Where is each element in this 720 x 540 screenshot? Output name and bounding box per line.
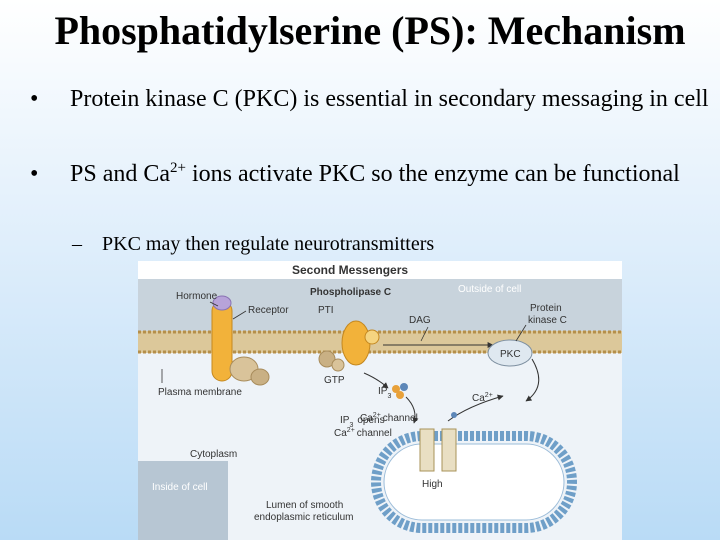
bullet-text: Protein kinase C (PKC) is essential in s… (70, 86, 709, 112)
plasma-membrane (138, 330, 622, 354)
lumen-label-line2: endoplasmic reticulum (254, 512, 354, 523)
dash-symbol: – (72, 233, 82, 255)
hormone-label: Hormone (176, 291, 218, 302)
dag-label: DAG (409, 315, 431, 326)
ca2-ion (451, 412, 457, 418)
sub-bullet-text: PKC may then regulate neurotransmitters (102, 233, 435, 255)
superscript: 2+ (170, 160, 186, 176)
ip3-label: IP3 (378, 386, 391, 400)
bullet-symbol: • (30, 86, 39, 112)
phospholipase-label: Phospholipase C (310, 287, 391, 298)
pti-label: PTI (318, 305, 334, 316)
dag-pointer (420, 326, 429, 342)
bullet-text-part: ions activate PKC so the enzyme can be f… (185, 161, 680, 187)
ip3-arrow (363, 372, 389, 389)
ca2-label: Ca2+ (472, 392, 493, 404)
pkc-shape (487, 339, 533, 367)
diagram-heading: Second Messengers (292, 263, 408, 277)
pkc-title-line1: Protein (530, 303, 562, 314)
lumen-label-line1: Lumen of smooth (266, 500, 343, 511)
pkc-out-arrow (525, 358, 540, 402)
gtp-label: GTP (324, 375, 345, 386)
high-label: High (422, 479, 443, 490)
bullet-symbol: • (30, 161, 39, 187)
plasma-membrane-label: Plasma membrane (158, 387, 242, 398)
second-messengers-diagram: Second Messengers Hormone Receptor (138, 261, 622, 540)
bullet-text: PS and Ca2+ ions activate PKC so the enz… (70, 158, 710, 190)
pkc-label: PKC (500, 349, 521, 360)
hormone-pointer (209, 301, 219, 307)
pkc-pointer (515, 324, 527, 342)
endoplasmic-reticulum (371, 428, 577, 533)
ca-channel-right: Ca2+channel (360, 412, 418, 424)
cytoplasm-label: Cytoplasm (190, 449, 237, 460)
diagram-svg: Second Messengers Hormone Receptor (138, 261, 622, 540)
receptor-pointer (232, 310, 247, 320)
ip3-molecule (392, 383, 408, 399)
inside-label: Inside of cell (152, 482, 208, 493)
ip3-opens-line2: Ca2+channel (334, 427, 392, 439)
receptor-shape (211, 295, 270, 386)
ip3-down-arrow (405, 396, 419, 424)
slide-title: Phosphatidylserine (PS): Mechanism (54, 8, 686, 53)
ca2-arrow (447, 394, 504, 422)
inside-region (138, 461, 228, 540)
receptor-label: Receptor (248, 305, 289, 316)
diagram-heading-bg (138, 261, 622, 279)
bullet-text-part: PS and Ca (70, 161, 171, 187)
bullet-item: • PS and Ca2+ ions activate PKC so the e… (0, 158, 720, 222)
bullet-item: • Protein kinase C (PKC) is essential in… (0, 83, 720, 147)
phospholipase-shape (318, 320, 380, 372)
outside-label: Outside of cell (458, 284, 521, 295)
pkc-title-line2: kinase C (528, 315, 567, 326)
